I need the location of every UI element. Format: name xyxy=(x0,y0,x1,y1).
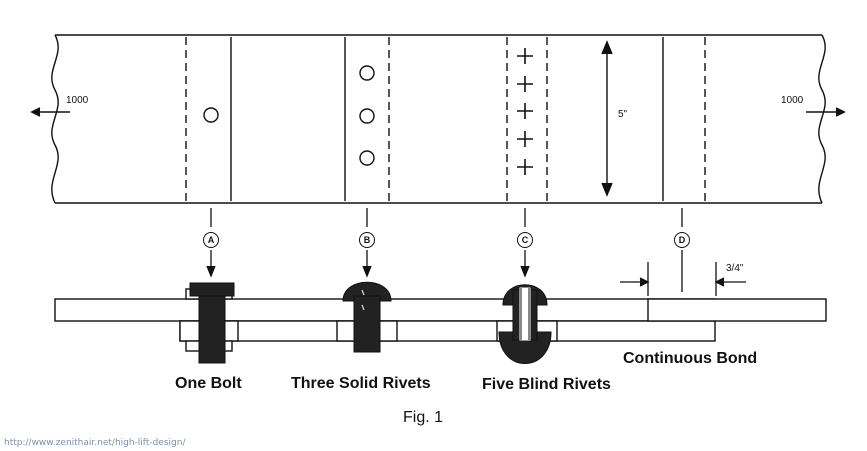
source-link[interactable]: http://www.zenithair.net/high-lift-desig… xyxy=(4,438,186,448)
label-five-blind-rivets: Five Blind Rivets xyxy=(482,376,611,393)
marker-a: A xyxy=(203,232,219,248)
plan-view-panel xyxy=(30,34,846,204)
bolt-fastener xyxy=(189,282,235,364)
rivet-hole xyxy=(359,108,375,124)
load-right-label: 1000 xyxy=(781,95,804,106)
lower-plate xyxy=(179,320,716,342)
blind-rivet-fastener xyxy=(498,284,552,364)
blind-rivet-marks xyxy=(517,48,533,175)
label-continuous-bond: Continuous Bond xyxy=(623,350,758,367)
section-leaders xyxy=(206,208,683,292)
label-three-solid-rivets: Three Solid Rivets xyxy=(291,375,431,392)
solid-rivet-fastener xyxy=(342,281,392,353)
width-dimension-arrow xyxy=(601,40,613,197)
bolt-hole xyxy=(203,107,219,123)
rivet-hole xyxy=(359,65,375,81)
width-dimension-label: 5" xyxy=(618,109,628,120)
label-one-bolt: One Bolt xyxy=(175,375,242,392)
load-left-label: 1000 xyxy=(66,95,89,106)
rivet-hole xyxy=(359,150,375,166)
marker-c: C xyxy=(517,232,533,248)
overlap-dimension xyxy=(620,262,746,296)
figure-caption: Fig. 1 xyxy=(403,409,444,426)
upper-plate xyxy=(54,298,716,322)
overlap-dimension-label: 3/4" xyxy=(726,263,744,274)
bond-plate xyxy=(647,298,827,322)
load-arrow-right xyxy=(806,107,846,117)
marker-d: D xyxy=(674,232,690,248)
marker-b: B xyxy=(359,232,375,248)
cross-section-view xyxy=(54,288,827,352)
load-arrow-left xyxy=(30,107,70,117)
